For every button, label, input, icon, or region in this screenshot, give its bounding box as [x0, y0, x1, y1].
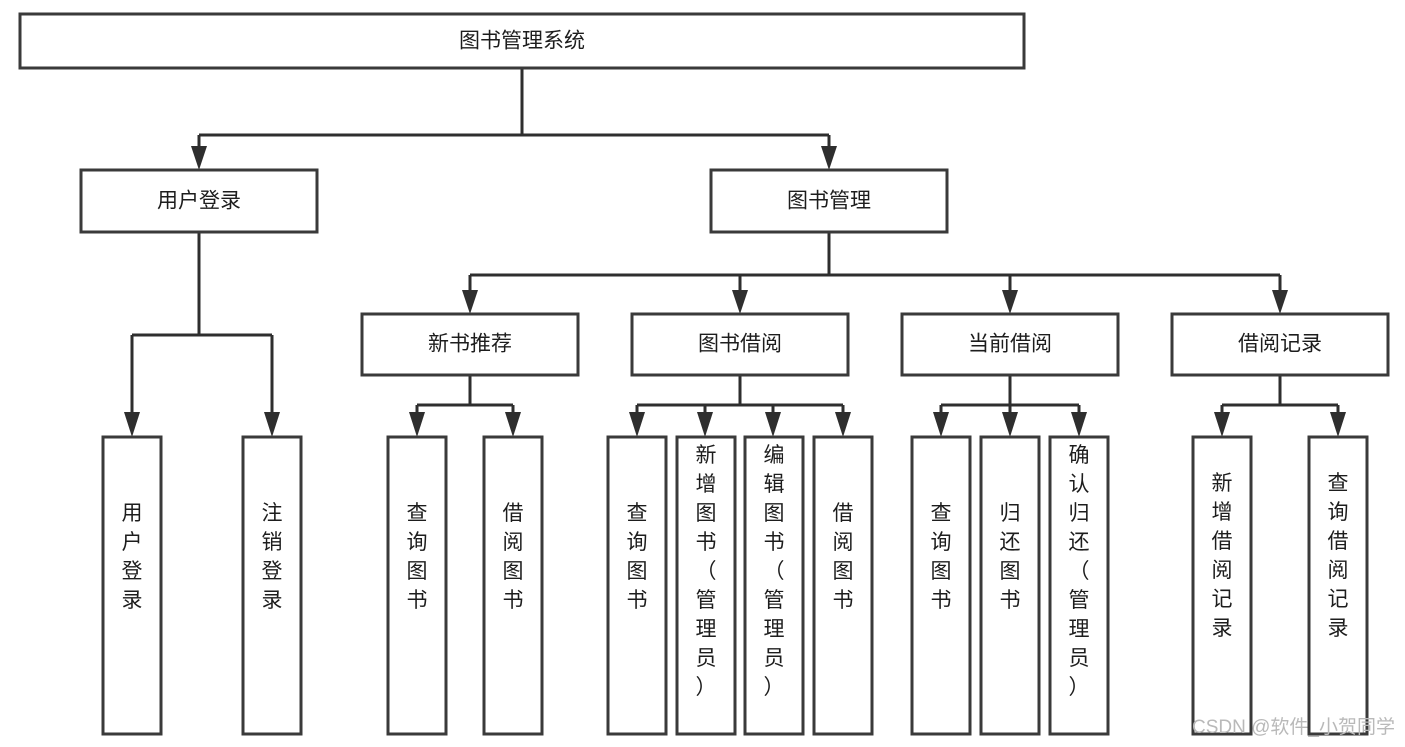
node-new-book-recommend[interactable]: 新书推荐 — [360, 312, 580, 377]
leaf-add-book-label: 新增图书（管理员） — [696, 444, 717, 699]
leaf-query-book-3-box[interactable] — [910, 435, 972, 736]
arrow-nb-leaf2 — [505, 412, 521, 437]
leaf-logout-login[interactable]: 注销登录 — [241, 435, 303, 736]
leaf-borrow-book-1-label: 借阅图书 — [503, 502, 524, 612]
node-root-box[interactable] — [18, 12, 1026, 70]
node-root-label: 图书管理系统 — [459, 30, 585, 53]
node-book-borrow[interactable]: 图书借阅 — [630, 312, 850, 377]
leaf-borrow-book-2-box[interactable] — [812, 435, 874, 736]
node-borrow-record-box[interactable] — [1170, 312, 1390, 377]
leaf-query-book-2[interactable]: 查询图书 — [606, 435, 668, 736]
node-user-login[interactable]: 用户登录 — [79, 168, 319, 234]
node-borrow-record-label: 借阅记录 — [1238, 333, 1322, 356]
node-new-book-recommend-label: 新书推荐 — [428, 333, 512, 356]
leaf-logout-login-label: 注销登录 — [262, 502, 283, 612]
arrow-bb-leaf2 — [697, 412, 713, 437]
leaf-return-book[interactable]: 归还图书 — [979, 435, 1041, 736]
arrow-cb-leaf2 — [1002, 412, 1018, 437]
leaf-add-record[interactable]: 新增借阅记录 — [1191, 435, 1253, 736]
leaf-confirm-return-box[interactable] — [1048, 435, 1110, 736]
node-book-borrow-box[interactable] — [630, 312, 850, 377]
node-new-book-recommend-box[interactable] — [360, 312, 580, 377]
arrow-leaf-user-login — [124, 412, 140, 437]
leaf-user-login-box[interactable] — [101, 435, 163, 736]
arrow-bb-leaf4 — [835, 412, 851, 437]
leaf-query-book-3-label: 查询图书 — [931, 502, 952, 612]
arrow-bb-leaf1 — [629, 412, 645, 437]
arrow-new-book — [462, 290, 478, 314]
leaf-query-book-2-box[interactable] — [606, 435, 668, 736]
leaf-return-book-box[interactable] — [979, 435, 1041, 736]
arrow-current-borrow — [1002, 290, 1018, 314]
leaf-logout-login-box[interactable] — [241, 435, 303, 736]
arrow-user-login — [191, 146, 207, 170]
leaf-confirm-return-label: 确认归还（管理员） — [1069, 444, 1090, 699]
leaf-user-login-label: 用户登录 — [122, 502, 143, 612]
node-book-manage-box[interactable] — [709, 168, 949, 234]
arrow-cb-leaf3 — [1071, 412, 1087, 437]
leaf-add-book[interactable]: 新增图书（管理员） — [675, 435, 737, 736]
node-borrow-record[interactable]: 借阅记录 — [1170, 312, 1390, 377]
arrow-leaf-logout — [264, 412, 280, 437]
node-book-manage-label: 图书管理 — [787, 190, 871, 213]
leaf-add-record-box[interactable] — [1191, 435, 1253, 736]
leaf-edit-book-box[interactable] — [743, 435, 805, 736]
arrow-br-leaf2 — [1330, 412, 1346, 437]
leaf-edit-book-label: 编辑图书（管理员） — [764, 444, 785, 699]
leaf-edit-book[interactable]: 编辑图书（管理员） — [743, 435, 805, 736]
node-user-login-box[interactable] — [79, 168, 319, 234]
leaf-add-book-box[interactable] — [675, 435, 737, 736]
leaf-query-record-label: 查询借阅记录 — [1328, 472, 1349, 640]
node-current-borrow-box[interactable] — [900, 312, 1120, 377]
leaf-query-record-box[interactable] — [1307, 435, 1369, 736]
leaf-query-book-1[interactable]: 查询图书 — [386, 435, 448, 736]
node-user-login-label: 用户登录 — [157, 190, 241, 213]
csdn-watermark: CSDN @软件_小贺同学 — [1192, 716, 1395, 738]
leaf-user-login[interactable]: 用户登录 — [101, 435, 163, 736]
arrow-bb-leaf3 — [765, 412, 781, 437]
leaf-confirm-return[interactable]: 确认归还（管理员） — [1048, 435, 1110, 736]
leaf-borrow-book-1-box[interactable] — [482, 435, 544, 736]
arrow-book-manage — [821, 146, 837, 170]
arrow-borrow-record — [1272, 290, 1288, 314]
arrow-nb-leaf1 — [409, 412, 425, 437]
leaf-query-book-1-box[interactable] — [386, 435, 448, 736]
leaf-query-book-2-label: 查询图书 — [627, 502, 648, 612]
arrow-br-leaf1 — [1214, 412, 1230, 437]
leaf-query-book-3[interactable]: 查询图书 — [910, 435, 972, 736]
connector-layer — [124, 68, 1346, 437]
leaf-borrow-book-2-label: 借阅图书 — [833, 502, 854, 612]
leaf-query-record[interactable]: 查询借阅记录 — [1307, 435, 1369, 736]
leaf-return-book-label: 归还图书 — [1000, 502, 1021, 612]
arrow-cb-leaf1 — [933, 412, 949, 437]
leaf-add-record-label: 新增借阅记录 — [1212, 472, 1233, 640]
arrow-book-borrow — [732, 290, 748, 314]
node-current-borrow-label: 当前借阅 — [968, 333, 1052, 356]
leaf-borrow-book-1[interactable]: 借阅图书 — [482, 435, 544, 736]
node-book-borrow-label: 图书借阅 — [698, 333, 782, 356]
node-root[interactable]: 图书管理系统 — [18, 12, 1026, 70]
leaf-query-book-1-label: 查询图书 — [407, 502, 428, 612]
leaf-borrow-book-2[interactable]: 借阅图书 — [812, 435, 874, 736]
node-book-manage[interactable]: 图书管理 — [709, 168, 949, 234]
node-current-borrow[interactable]: 当前借阅 — [900, 312, 1120, 377]
